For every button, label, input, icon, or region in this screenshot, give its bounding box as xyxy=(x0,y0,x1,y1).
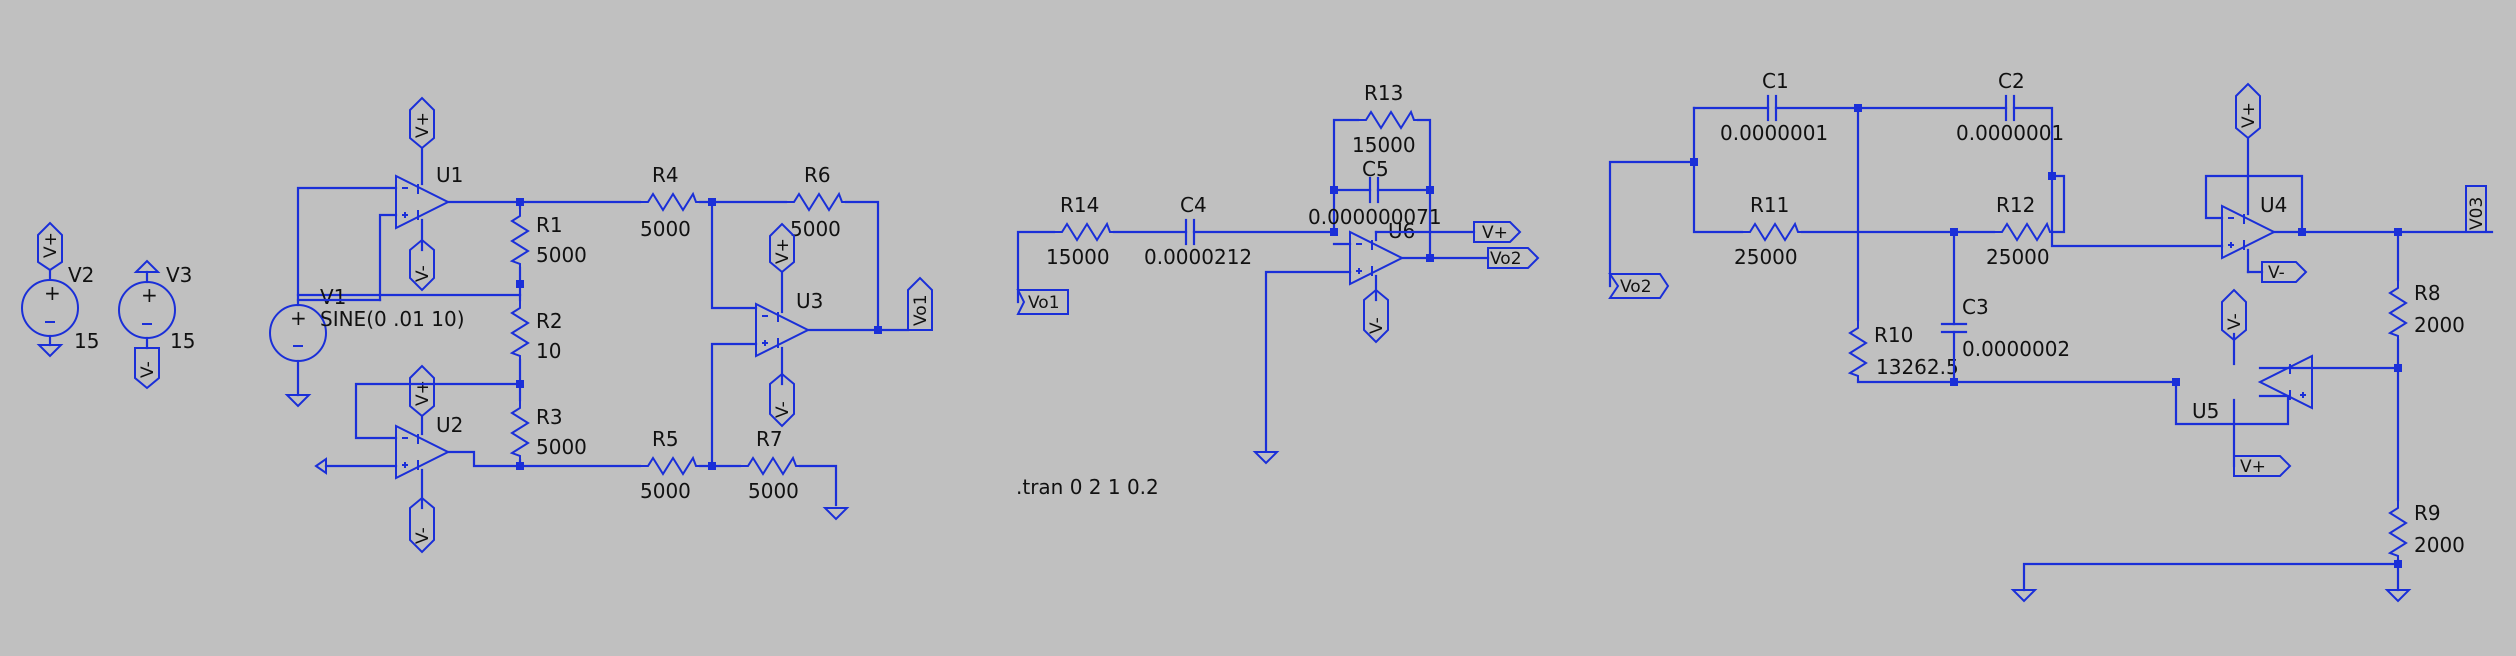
svg-text:R11: R11 xyxy=(1750,193,1789,217)
vo1-in-flag xyxy=(1016,289,1069,315)
svg-text:5000: 5000 xyxy=(536,243,587,267)
svg-text:R14: R14 xyxy=(1060,193,1099,217)
svg-text:R2: R2 xyxy=(536,309,563,333)
svg-text:+: + xyxy=(290,306,307,330)
svg-text:V-: V- xyxy=(138,361,158,378)
vplus-label: V+ xyxy=(41,232,61,258)
svg-text:R4: R4 xyxy=(652,163,679,187)
v2-value: 15 xyxy=(74,329,99,353)
source-v2[interactable]: V+ + V2 15 xyxy=(21,221,99,357)
svg-text:R6: R6 xyxy=(804,163,831,187)
svg-text:10: 10 xyxy=(536,339,561,363)
svg-text:V+: V+ xyxy=(773,238,793,264)
svg-text:R10: R10 xyxy=(1874,323,1913,347)
svg-text:5000: 5000 xyxy=(640,217,691,241)
v1-name: V1 xyxy=(320,285,346,309)
svg-text:25000: 25000 xyxy=(1734,245,1798,269)
svg-text:V+: V+ xyxy=(413,380,433,406)
svg-text:V-: V- xyxy=(1367,317,1387,334)
svg-text:C5: C5 xyxy=(1362,157,1389,181)
svg-text:C3: C3 xyxy=(1962,295,1989,319)
u4-label: U4 xyxy=(2260,193,2287,217)
stage-u6: Vo1 R14 15000 C4 0.0000212 R13 15000 C5 … xyxy=(1016,81,1540,499)
svg-text:V-: V- xyxy=(413,527,433,544)
vminus-flag xyxy=(134,347,160,390)
svg-text:V-: V- xyxy=(413,265,433,282)
plus-sign: + xyxy=(44,281,61,305)
svg-text:0.0000001: 0.0000001 xyxy=(1956,121,2064,145)
source-v3[interactable]: + V- V3 15 xyxy=(118,259,195,390)
svg-text:V+: V+ xyxy=(2240,457,2266,477)
svg-text:2000: 2000 xyxy=(2414,533,2465,557)
tran-directive: .tran 0 2 1 0.2 xyxy=(1016,475,1159,499)
v3-name: V3 xyxy=(166,263,192,287)
svg-text:R13: R13 xyxy=(1364,81,1403,105)
svg-text:0.0000212: 0.0000212 xyxy=(1144,245,1252,269)
v3-top-arrow xyxy=(133,259,161,273)
vo2-label: Vo2 xyxy=(1490,249,1522,269)
svg-text:+: + xyxy=(141,283,158,307)
svg-text:R9: R9 xyxy=(2414,501,2441,525)
svg-text:R7: R7 xyxy=(756,427,783,451)
svg-text:V-: V- xyxy=(2225,313,2245,330)
u3-label: U3 xyxy=(796,289,823,313)
svg-text:2000: 2000 xyxy=(2414,313,2465,337)
u2-label: U2 xyxy=(436,413,463,437)
svg-text:R12: R12 xyxy=(1996,193,2035,217)
svg-text:5000: 5000 xyxy=(640,479,691,503)
svg-text:25000: 25000 xyxy=(1986,245,2050,269)
v1-value: SINE(0 .01 10) xyxy=(320,307,465,331)
svg-text:R5: R5 xyxy=(652,427,679,451)
vo1-label: Vo1 xyxy=(911,294,931,326)
svg-text:5000: 5000 xyxy=(790,217,841,241)
svg-text:V-: V- xyxy=(773,401,793,418)
svg-text:0.000000071: 0.000000071 xyxy=(1308,205,1442,229)
svg-text:R1: R1 xyxy=(536,213,563,237)
svg-text:C2: C2 xyxy=(1998,69,2025,93)
v3-value: 15 xyxy=(170,329,195,353)
stage-filter: Vo2 C1 0.0000001 C2 0.0000001 R11 25000 … xyxy=(1608,69,2494,602)
svg-text:R3: R3 xyxy=(536,405,563,429)
svg-text:V+: V+ xyxy=(1482,223,1508,243)
svg-text:13262.5: 13262.5 xyxy=(1876,355,1959,379)
svg-text:V+: V+ xyxy=(413,112,433,138)
svg-text:Vo1: Vo1 xyxy=(1028,293,1060,313)
svg-text:15000: 15000 xyxy=(1046,245,1110,269)
svg-text:5000: 5000 xyxy=(536,435,587,459)
u5-label: U5 xyxy=(2192,399,2219,423)
stage-instrumentation-amp: U1 V+ V- + V1 SINE(0 .01 10) R1 5000 R2 … xyxy=(269,96,933,554)
vplus-flag xyxy=(37,221,63,272)
svg-text:Vo2: Vo2 xyxy=(1620,277,1652,297)
svg-text:V+: V+ xyxy=(2239,102,2259,128)
svg-text:5000: 5000 xyxy=(748,479,799,503)
svg-text:V-: V- xyxy=(2268,263,2285,283)
svg-text:0.0000001: 0.0000001 xyxy=(1720,121,1828,145)
svg-text:C1: C1 xyxy=(1762,69,1789,93)
svg-text:15000: 15000 xyxy=(1352,133,1416,157)
svg-text:0.0000002: 0.0000002 xyxy=(1962,337,2070,361)
v2-name: V2 xyxy=(68,263,94,287)
vo3-label: V03 xyxy=(2467,197,2487,230)
svg-text:R8: R8 xyxy=(2414,281,2441,305)
u1-label: U1 xyxy=(436,163,463,187)
svg-text:C4: C4 xyxy=(1180,193,1207,217)
vo2-in-flag xyxy=(1608,273,1670,299)
